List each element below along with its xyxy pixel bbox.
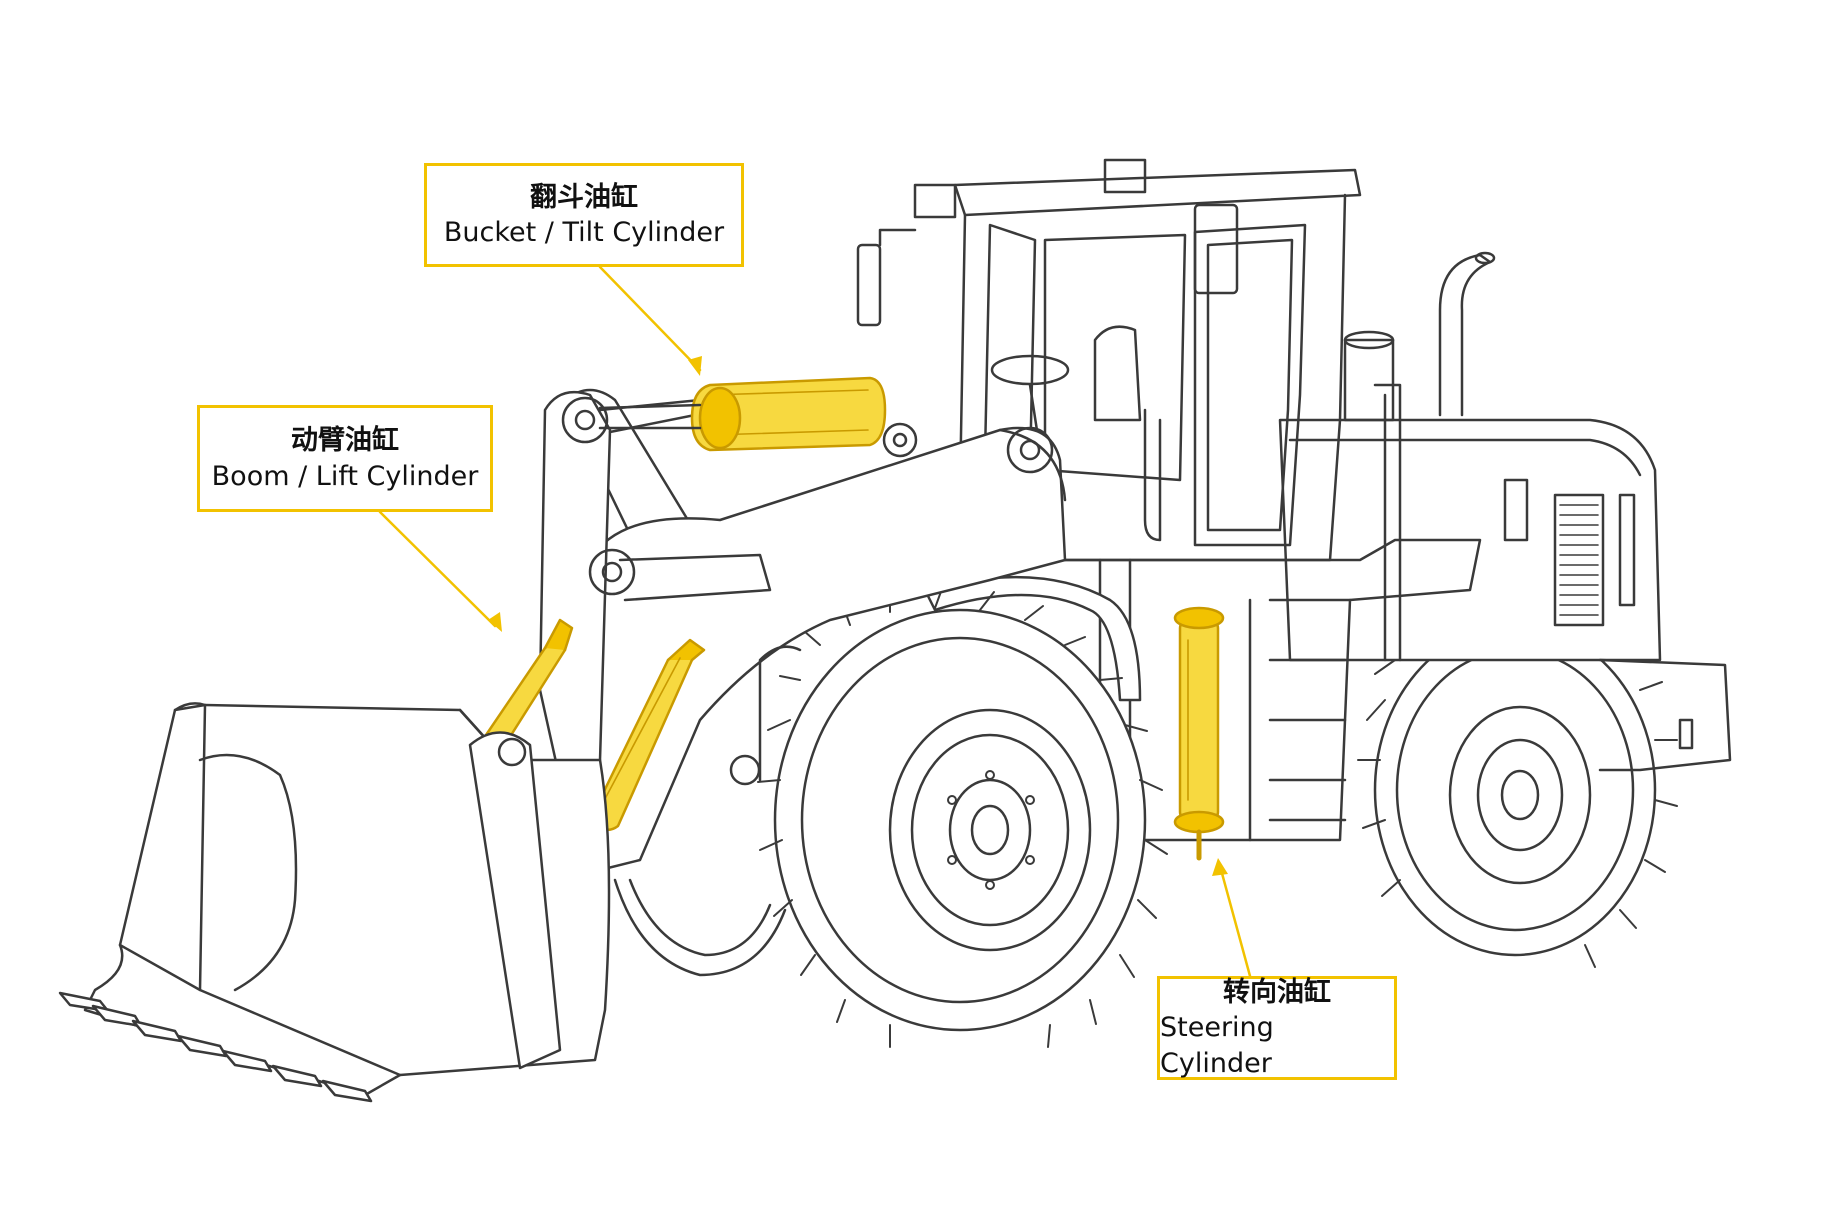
leader-lines <box>378 265 1252 978</box>
callout-lift-zh: 动臂油缸 <box>291 425 399 457</box>
front-fender <box>923 575 1142 702</box>
callout-steer-en: Steering Cylinder <box>1160 1012 1274 1079</box>
leader-lift <box>378 510 497 628</box>
inner-front-wheel <box>613 878 787 977</box>
callout-tilt-zh: 翻斗油缸 <box>530 181 638 213</box>
leader-tilt-arrow <box>688 356 702 376</box>
leader-steer-arrow <box>1212 858 1228 876</box>
callout-lift-cylinder: 动臂油缸 Boom / Lift Cylinder <box>197 405 493 512</box>
bucket <box>58 702 611 1103</box>
engine-hood <box>1278 251 1732 772</box>
steering-cylinder <box>1173 606 1225 861</box>
leader-lift-arrow <box>488 612 502 632</box>
callout-steer-zh: 转向油缸 <box>1223 977 1331 1009</box>
leader-steer <box>1218 864 1252 978</box>
callout-tilt-en: Bucket / Tilt Cylinder <box>443 217 725 248</box>
callout-steering-cylinder: 转向油缸 Steering Cylinder <box>1157 976 1397 1080</box>
leader-tilt <box>598 265 702 372</box>
tilt-cylinder <box>598 376 887 452</box>
operator-cab <box>856 158 1362 562</box>
front-wheel <box>757 585 1168 1048</box>
callout-tilt-cylinder: 翻斗油缸 Bucket / Tilt Cylinder <box>424 163 744 267</box>
callout-lift-en: Boom / Lift Cylinder <box>211 460 479 492</box>
loader-arms <box>538 388 1067 872</box>
